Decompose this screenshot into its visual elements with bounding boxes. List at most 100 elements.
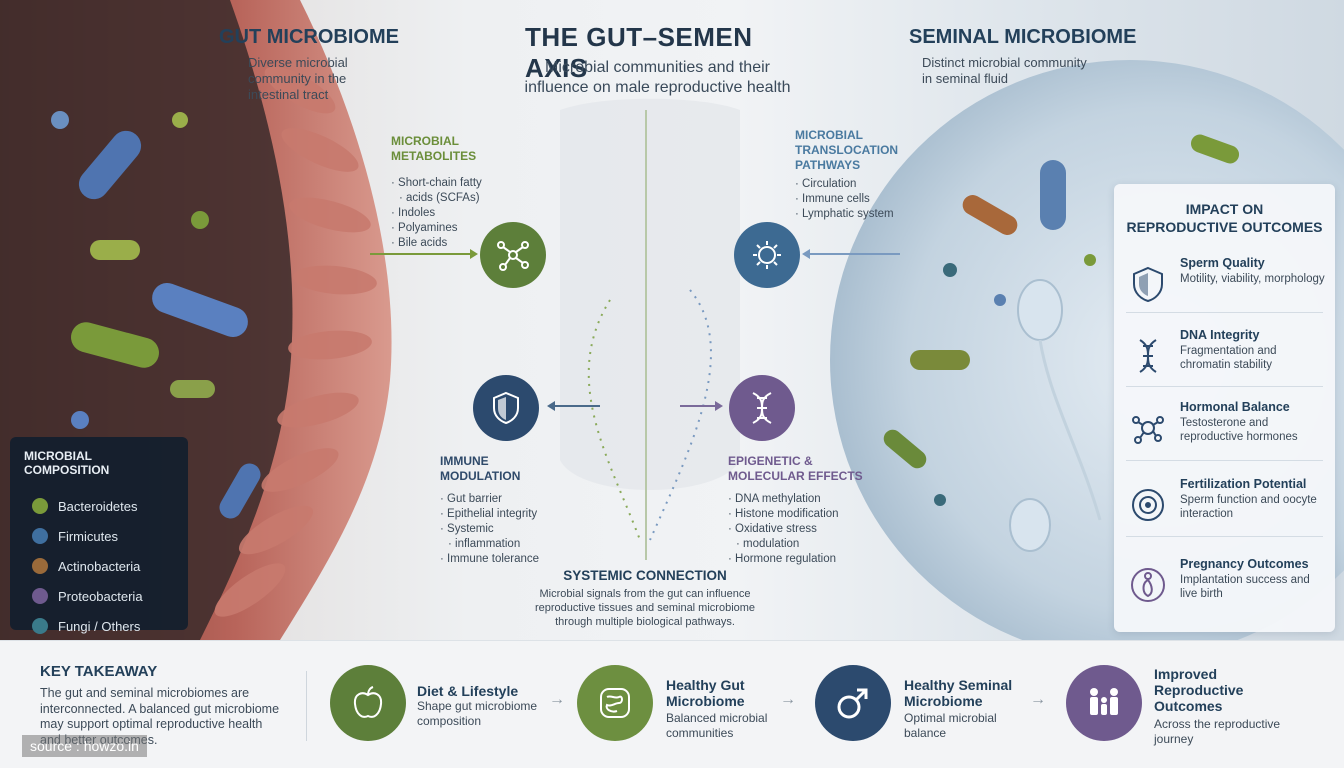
translocation-title: MICROBIAL — [795, 128, 863, 142]
hormone-icon — [1132, 416, 1164, 444]
subtitle-line: influence on male reproductive health — [524, 79, 791, 96]
immune-title: MODULATION — [440, 469, 521, 483]
legend-label: Proteobacteria — [58, 588, 143, 604]
seminal-title: SEMINAL MICROBIOME — [909, 26, 1137, 48]
step-seminal — [815, 665, 891, 741]
gut-title: GUT MICROBIOME — [219, 26, 399, 48]
seminal-description: Distinct microbial community in seminal … — [922, 55, 1142, 87]
microbial-composition-legend: MICROBIAL COMPOSITION Bacteroidetes Firm… — [10, 437, 188, 634]
step-title: Microbiome — [666, 693, 745, 709]
gut-flow — [587, 299, 641, 541]
actinobacteria-dot — [32, 558, 48, 574]
impact-title: IMPACT ON REPRODUCTIVE OUTCOMES — [1114, 200, 1335, 236]
impact-item-title: DNA Integrity — [1180, 328, 1260, 342]
step-gut — [577, 665, 653, 741]
firmicutes-dot — [32, 528, 48, 544]
list-item: modulation — [728, 537, 868, 552]
metabolites-title: METABOLITES — [391, 149, 477, 163]
list-item: Systemic — [440, 522, 560, 537]
metabolite-molecule-icon — [480, 222, 546, 288]
dna-helix-icon — [729, 375, 795, 441]
translocation-title: PATHWAYS — [795, 158, 861, 172]
page-subtitle: Microbial communities and their influenc… — [505, 58, 810, 98]
desc-line: intestinal tract — [248, 87, 329, 102]
divider — [1126, 312, 1323, 313]
family-icon — [1090, 688, 1118, 715]
source-watermark: source : howzo.in — [22, 735, 147, 757]
step-outcomes-text: Improved Reproductive Outcomes Across th… — [1154, 666, 1314, 746]
male-symbol-icon — [837, 688, 868, 719]
immune-panel: IMMUNE MODULATION Gut barrier Epithelial… — [440, 454, 560, 567]
step-title: Diet & Lifestyle — [417, 683, 519, 699]
list-item: Polyamines — [391, 221, 521, 236]
proteobacteria-dot — [32, 588, 48, 604]
subtitle-line: Microbial communities and their — [545, 59, 770, 76]
bottom-bar: KEY TAKEAWAY The gut and seminal microbi… — [0, 640, 1344, 768]
legend-label: Actinobacteria — [58, 558, 141, 574]
intestine-icon — [600, 688, 630, 718]
legend-item: Actinobacteria — [24, 551, 174, 581]
legend-label: Bacteroidetes — [58, 498, 138, 514]
impact-title-line: REPRODUCTIVE OUTCOMES — [1126, 219, 1323, 235]
step-desc: Across the reproductive journey — [1154, 717, 1314, 746]
list-item: DNA methylation — [728, 492, 868, 507]
list-item: Immune tolerance — [440, 552, 560, 567]
step-desc-line: communities — [666, 725, 734, 740]
apple-icon — [353, 686, 383, 718]
step-diet-text: Diet & Lifestyle Shape gut microbiome co… — [417, 683, 557, 728]
systemic-line: reproductive tissues and seminal microbi… — [534, 602, 756, 614]
gut-description: Diverse microbial community in the intes… — [248, 55, 398, 103]
systemic-title: SYSTEMIC CONNECTION — [563, 568, 727, 583]
translocation-panel: MICROBIAL TRANSLOCATION PATHWAYS Circula… — [795, 128, 915, 222]
step-title: Microbiome — [904, 693, 983, 709]
list-item: Indoles — [391, 206, 521, 221]
legend-label: Firmicutes — [58, 528, 118, 544]
desc-line: Distinct microbial community — [922, 55, 1087, 70]
list-item: inflammation — [440, 537, 560, 552]
systemic-line: through multiple biological pathways. — [555, 616, 735, 628]
step-desc: Shape gut microbiome composition — [417, 699, 557, 728]
impact-item-desc: Testosterone and reproductive hormones — [1180, 417, 1298, 443]
legend-label: Fungi / Others — [58, 618, 141, 634]
legend-item: Proteobacteria — [24, 581, 174, 611]
epigenetic-title: EPIGENETIC & — [728, 454, 813, 468]
takeaway-line: may support optimal reproductive health — [40, 717, 263, 731]
impact-item-fertilization-potential: Fertilization Potential Sperm function a… — [1114, 477, 1335, 537]
step-title: Reproductive — [1154, 682, 1244, 698]
list-item: Lymphatic system — [795, 207, 915, 222]
impact-item-title: Pregnancy Outcomes — [1180, 557, 1309, 571]
list-item: Gut barrier — [440, 492, 560, 507]
list-item: Short-chain fatty — [391, 176, 521, 191]
divider — [306, 671, 307, 741]
step-title: Improved — [1154, 666, 1218, 682]
impact-item-desc: Implantation success and live birth — [1180, 574, 1310, 600]
step-desc-line: composition — [417, 713, 482, 728]
impact-item-desc: Fragmentation and chromatin stability — [1180, 345, 1277, 371]
list-item: Circulation — [795, 177, 915, 192]
step-desc-line: balance — [904, 725, 947, 740]
step-seminal-text: Healthy Seminal Microbiome Optimal micro… — [904, 677, 1034, 740]
key-takeaway: KEY TAKEAWAY The gut and seminal microbi… — [40, 663, 300, 748]
list-item: acids (SCFAs) — [391, 191, 521, 206]
legend-title: MICROBIAL COMPOSITION — [24, 449, 110, 477]
pregnancy-icon — [1131, 568, 1165, 602]
immune-shield-icon — [473, 375, 539, 441]
step-title: Outcomes — [1154, 698, 1223, 714]
translocation-cell-icon — [734, 222, 800, 288]
step-desc-line: Across the reproductive — [1154, 717, 1281, 731]
legend-item: Firmicutes — [24, 521, 174, 551]
takeaway-line: interconnected. A balanced gut microbiom… — [40, 701, 280, 716]
arrow-right-icon: → — [780, 691, 796, 708]
impact-panel: IMPACT ON REPRODUCTIVE OUTCOMES Sperm Qu… — [1114, 184, 1335, 632]
arrow-right-icon: → — [1030, 691, 1046, 708]
desc-line: in seminal fluid — [922, 71, 1008, 86]
desc-line: community in the — [248, 71, 347, 86]
impact-item-title: Sperm Quality — [1180, 256, 1265, 270]
impact-item-dna-integrity: DNA Integrity Fragmentation and chromati… — [1114, 328, 1335, 388]
step-desc: Optimal microbial balance — [904, 711, 1034, 740]
systemic-connection: SYSTEMIC CONNECTION Microbial signals fr… — [510, 568, 780, 629]
oocyte-icon — [1132, 489, 1164, 521]
list-item: Oxidative stress — [728, 522, 868, 537]
list-item: Immune cells — [795, 192, 915, 207]
